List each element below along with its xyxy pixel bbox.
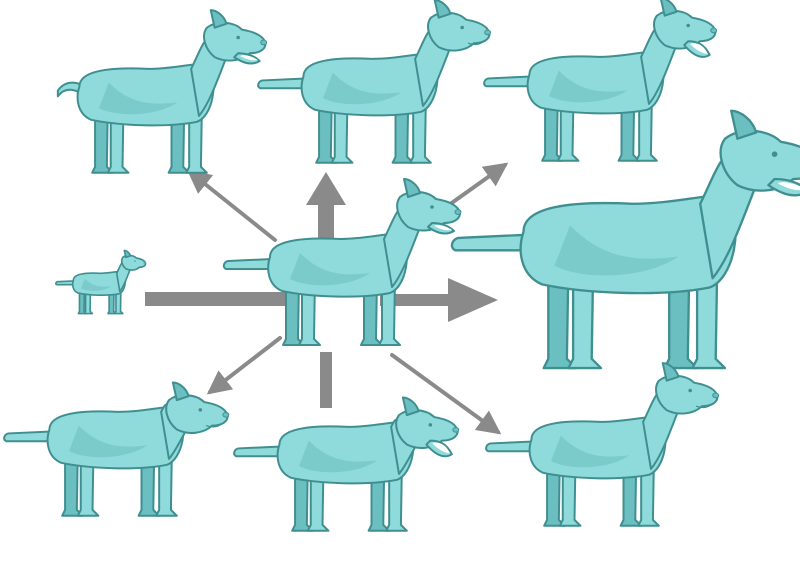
eye bbox=[236, 35, 240, 40]
nose bbox=[484, 29, 492, 36]
torso-shade bbox=[99, 82, 178, 115]
mouth-open bbox=[240, 55, 258, 61]
variant-bottom-left bbox=[3, 381, 230, 517]
nose bbox=[452, 426, 460, 433]
tail bbox=[233, 445, 283, 458]
head bbox=[203, 9, 268, 65]
ear bbox=[171, 381, 190, 402]
head bbox=[165, 381, 230, 434]
arrow-to-top-center bbox=[306, 172, 346, 240]
tail bbox=[56, 81, 83, 98]
ear bbox=[403, 178, 421, 198]
eye bbox=[686, 23, 690, 28]
head-shape bbox=[203, 21, 267, 62]
ear bbox=[209, 9, 228, 29]
head-shape bbox=[655, 374, 719, 415]
torso-shade bbox=[69, 425, 148, 458]
eye bbox=[428, 423, 433, 427]
tail bbox=[3, 430, 53, 443]
head-shape bbox=[395, 409, 459, 449]
head-shape bbox=[427, 11, 491, 52]
base-animal bbox=[222, 178, 462, 346]
nose bbox=[710, 27, 718, 34]
torso-shade bbox=[551, 435, 630, 468]
nose bbox=[222, 411, 230, 418]
nose bbox=[260, 39, 268, 46]
jaw bbox=[767, 177, 800, 197]
eye bbox=[430, 205, 434, 209]
head bbox=[120, 249, 147, 271]
head-shape bbox=[165, 394, 229, 434]
arrow-to-top-left bbox=[186, 169, 277, 242]
ear bbox=[123, 249, 132, 259]
nose bbox=[712, 392, 720, 399]
tail bbox=[55, 280, 75, 286]
animals-layer bbox=[3, 0, 800, 532]
arrow-to-bottom-right bbox=[390, 353, 502, 435]
ear bbox=[433, 0, 452, 19]
torso-shade bbox=[290, 253, 370, 286]
head bbox=[395, 396, 460, 458]
arrow-to-bottom-left bbox=[206, 336, 282, 395]
torso-shade bbox=[549, 70, 628, 103]
mouth-closed bbox=[467, 40, 485, 46]
eye bbox=[460, 25, 464, 30]
variant-top-center bbox=[257, 0, 492, 164]
eye bbox=[198, 408, 203, 412]
arrow-to-right-large bbox=[380, 278, 498, 322]
mouth-closed bbox=[206, 423, 223, 428]
tail bbox=[257, 77, 307, 90]
variant-left-small bbox=[55, 249, 147, 315]
head bbox=[719, 109, 800, 197]
mouth-closed bbox=[695, 403, 713, 409]
head-shape bbox=[653, 9, 717, 50]
eye bbox=[688, 388, 692, 393]
eye bbox=[134, 260, 136, 262]
variant-bottom-center bbox=[233, 396, 460, 532]
mouth-open bbox=[434, 225, 452, 231]
tail bbox=[483, 75, 533, 88]
torso-shade bbox=[323, 72, 402, 105]
tail bbox=[222, 258, 273, 270]
arrow-to-bottom-center bbox=[320, 352, 332, 408]
head-shape bbox=[396, 191, 461, 232]
nose bbox=[454, 209, 462, 215]
ear bbox=[730, 109, 758, 140]
mouth-open bbox=[432, 442, 450, 454]
head bbox=[653, 0, 718, 58]
head bbox=[655, 362, 720, 415]
torso-shade bbox=[299, 440, 378, 473]
torso-shade bbox=[554, 225, 679, 276]
mouth-open bbox=[690, 43, 708, 54]
head bbox=[427, 0, 492, 52]
arrow-to-left-small bbox=[145, 292, 285, 306]
ear bbox=[661, 362, 680, 382]
tail bbox=[485, 440, 535, 453]
head-shape bbox=[719, 129, 800, 192]
variant-top-right bbox=[483, 0, 718, 162]
torso-shade bbox=[81, 278, 112, 291]
nose bbox=[143, 261, 147, 265]
mouth-closed bbox=[137, 266, 144, 268]
variant-top-left bbox=[56, 9, 268, 174]
head bbox=[396, 178, 462, 235]
variant-right-large bbox=[450, 109, 800, 370]
ear bbox=[401, 396, 420, 417]
mouth-open bbox=[777, 182, 800, 191]
eye bbox=[771, 151, 778, 157]
tail bbox=[450, 233, 528, 252]
head-shape bbox=[120, 254, 147, 271]
ear bbox=[660, 0, 678, 17]
variant-bottom-right bbox=[485, 362, 720, 527]
